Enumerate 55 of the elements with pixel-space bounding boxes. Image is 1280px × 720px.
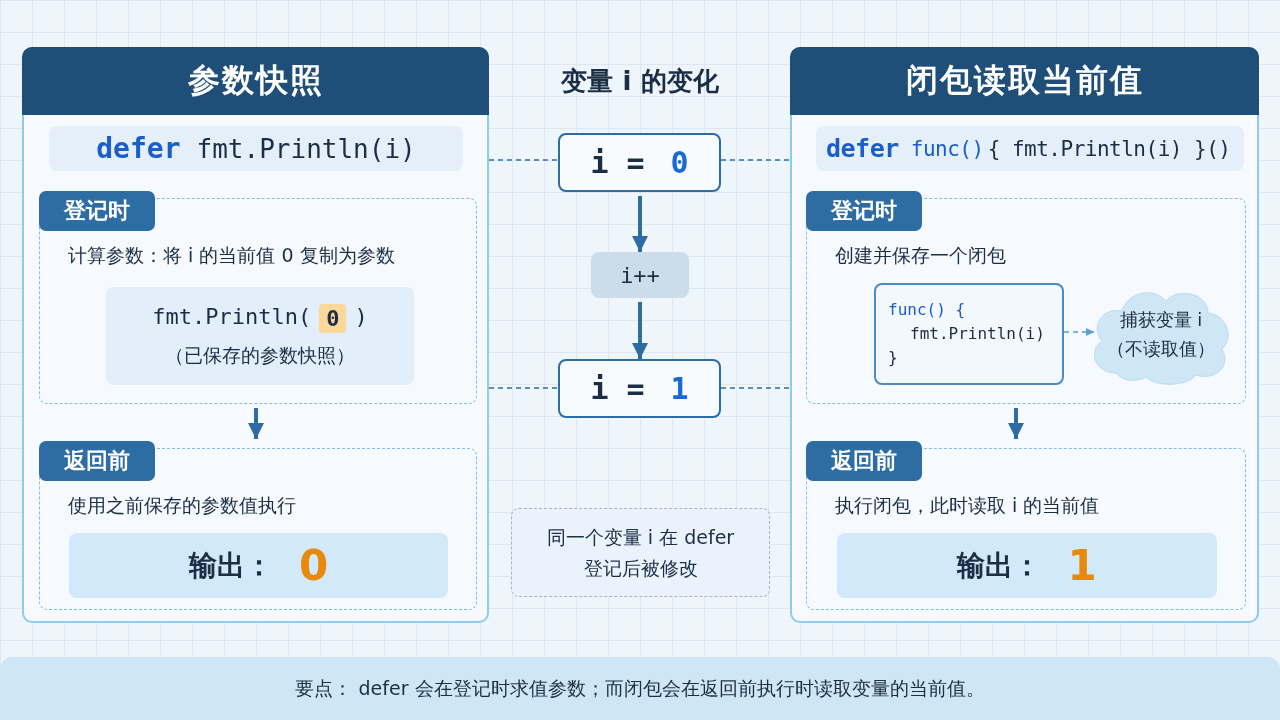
operation-box: [591, 252, 689, 298]
output-value: 0: [298, 541, 329, 590]
closure-code-box: [874, 283, 1064, 385]
output-box: [837, 533, 1217, 598]
column-title: 变量 i 的变化: [560, 65, 720, 98]
dashed-connector: [720, 159, 791, 161]
code-keyword: func(): [910, 136, 984, 161]
summary-band: [0, 657, 1280, 720]
cloud-text: 捕获变量 i （不读取值）: [1106, 308, 1216, 361]
summary-text: 要点： defer 会在登记时求值参数；而闭包会在返回前执行时读取变量的当前值。: [295, 675, 985, 701]
output-label: 输出：: [188, 547, 273, 584]
output-value: 1: [1067, 541, 1097, 590]
code-text: { fmt.Println(i) }(): [987, 136, 1231, 161]
panel-card: [790, 47, 1259, 623]
value-box: [558, 359, 721, 418]
code-text: ): [354, 303, 368, 331]
code-keyword: defer: [96, 132, 181, 165]
dashed-connector: [720, 387, 791, 389]
code-text: fmt.Println(i): [909, 323, 1046, 345]
description-text: 计算参数：将 i 的当前值 0 复制为参数: [68, 243, 395, 268]
description-text: 创建并保存一个闭包: [835, 243, 1006, 268]
step-tab: 返回前: [39, 441, 155, 481]
note-box: [511, 508, 770, 597]
code-text: i =: [590, 371, 645, 406]
code-keyword: func() {: [888, 299, 967, 321]
dashed-connector: [488, 159, 559, 161]
description-text: 使用之前保存的参数值执行: [68, 493, 296, 518]
code-text: fmt.Println(: [152, 303, 312, 331]
arrow: [1008, 408, 1024, 439]
code-text: i++: [620, 262, 660, 288]
output-box: [69, 533, 448, 598]
step-tab: 登记时: [806, 191, 922, 231]
note-text: （已保存的参数快照）: [164, 342, 356, 368]
step-tab: 登记时: [39, 191, 155, 231]
value-number: 1: [670, 371, 689, 406]
arrow: [1063, 328, 1095, 336]
code-text: fmt.Println(i): [196, 133, 416, 164]
arrow: [632, 196, 648, 252]
panel-card: [22, 47, 489, 623]
description-text: 执行闭包，此时读取 i 的当前值: [835, 493, 1100, 518]
code-keyword: defer: [826, 134, 899, 163]
dashed-connector: [488, 387, 559, 389]
panel-header: 闭包读取当前值: [790, 47, 1259, 115]
step-tab: 返回前: [806, 441, 922, 481]
note-text: 同一个变量 i 在 defer 登记后被修改: [545, 525, 736, 581]
highlighted-value: 0: [319, 303, 347, 333]
code-text: i =: [590, 145, 645, 180]
value-box: [558, 133, 721, 192]
value-number: 0: [670, 145, 689, 180]
panel-header: 参数快照: [22, 47, 489, 115]
code-text: }: [888, 347, 899, 369]
arrow: [632, 302, 648, 359]
snapshot-box: [106, 287, 414, 385]
output-label: 输出：: [957, 547, 1042, 584]
arrow: [248, 408, 264, 439]
